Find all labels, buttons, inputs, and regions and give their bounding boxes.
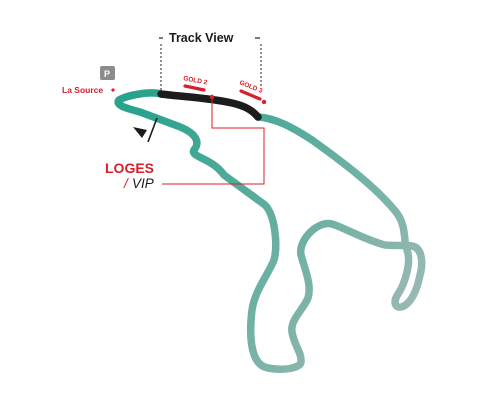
- gold-3-bar: [239, 89, 262, 101]
- la-source-marker: La Source: [62, 85, 115, 95]
- gold-3-dot: [261, 99, 267, 105]
- parking-sign-icon: P: [100, 66, 115, 80]
- track-view-label: Track View: [169, 31, 234, 45]
- loges-leader-line: [162, 97, 265, 185]
- gold-2-label: GOLD 2: [183, 75, 208, 87]
- start-finish-marker: [133, 117, 158, 143]
- gold-2-bar: [183, 84, 206, 92]
- track-view-section: [157, 90, 262, 121]
- start-finish-line: [147, 117, 158, 143]
- circuit-track: [114, 89, 426, 373]
- track-view-bracket: Track View: [159, 31, 262, 90]
- vip-slash: /: [123, 176, 129, 191]
- start-finish-flag-icon: [133, 127, 147, 138]
- vip-label: VIP: [132, 176, 154, 191]
- la-source-dot: [111, 88, 115, 92]
- loges-label: LOGES: [105, 160, 154, 176]
- parking-sign-bg: [100, 66, 115, 80]
- la-source-label: La Source: [62, 85, 103, 95]
- loges-leader: [162, 97, 265, 185]
- loges-vip-label: LOGES / VIP: [105, 160, 154, 191]
- gold-3-area: GOLD 3: [238, 79, 267, 105]
- parking-label: P: [104, 69, 110, 79]
